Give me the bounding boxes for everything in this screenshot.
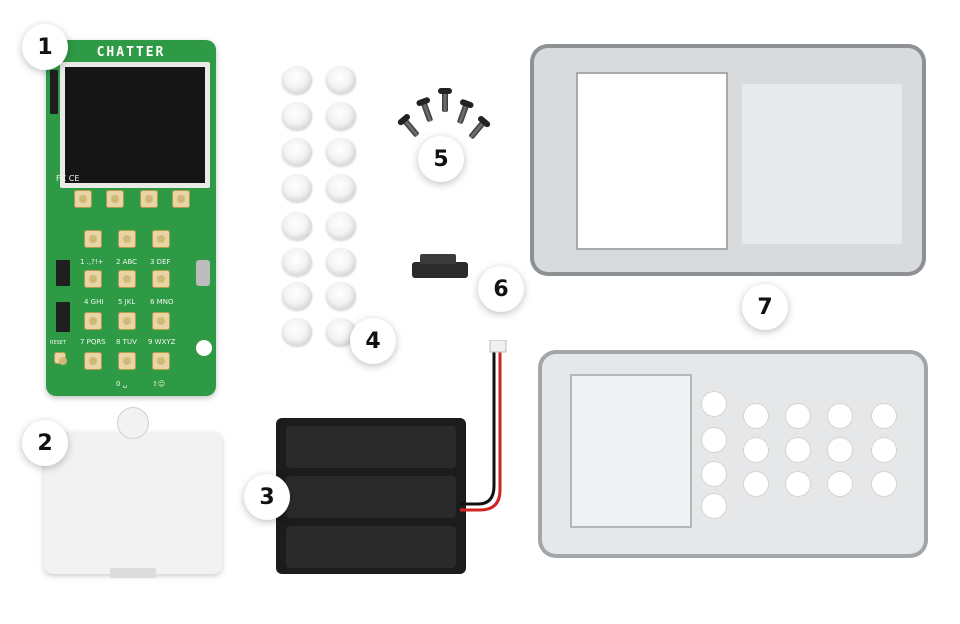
battery-cover-latch: [110, 568, 156, 578]
battery-cover-tab: [118, 408, 148, 438]
key-hole: [872, 404, 896, 428]
key-label-shift: ⇧☺: [152, 380, 166, 388]
key-9: [152, 352, 170, 370]
key-nav-4: [172, 190, 190, 208]
battery-slot-3: [286, 526, 456, 568]
key-hole: [702, 428, 726, 452]
key-4: [84, 312, 102, 330]
battery-slot-1: [286, 426, 456, 468]
callout-4: 4: [350, 318, 396, 364]
key-label-9: 9 WXYZ: [148, 338, 176, 346]
key-1: [84, 270, 102, 288]
button-cap: [326, 102, 356, 130]
button-cap: [282, 282, 312, 310]
case-front-screen-window: [572, 376, 690, 526]
side-chip: [50, 70, 58, 114]
connector-piece: [412, 262, 468, 278]
battery-slot-2: [286, 476, 456, 518]
button-cap: [282, 138, 312, 166]
key-3: [152, 270, 170, 288]
key-label-3: 3 DEF: [150, 258, 171, 266]
key-ok: [152, 230, 170, 248]
screw: [456, 103, 470, 125]
key-left: [84, 230, 102, 248]
case-back-window: [578, 74, 726, 248]
key-hole: [744, 438, 768, 462]
callout-2: 2: [22, 420, 68, 466]
callout-1: 1: [22, 24, 68, 70]
button-cap: [282, 66, 312, 94]
key-hole: [872, 438, 896, 462]
lcd-screen: [60, 62, 210, 188]
button-cap: [326, 174, 356, 202]
key-hole: [702, 462, 726, 486]
button-cap: [282, 248, 312, 276]
key-label-1: 1 .,?!+: [80, 258, 104, 266]
key-6: [152, 312, 170, 330]
key-label-8: 8 TUV: [116, 338, 137, 346]
callout-5: 5: [418, 136, 464, 182]
button-cap: [326, 212, 356, 240]
button-cap: [282, 212, 312, 240]
pcb-title: CHATTER: [96, 45, 166, 60]
button-cap: [282, 318, 312, 346]
case-back-panel: [742, 84, 902, 244]
button-cap: [326, 66, 356, 94]
callout-3: 3: [244, 474, 290, 520]
mount-hole: [196, 340, 212, 356]
key-2: [118, 270, 136, 288]
button-cap: [282, 102, 312, 130]
key-label-2: 2 ABC: [116, 258, 138, 266]
key-8: [118, 352, 136, 370]
reset-label: RESET: [50, 340, 67, 346]
key-7: [84, 352, 102, 370]
screw: [402, 118, 420, 138]
key-hole: [786, 472, 810, 496]
key-hole: [786, 404, 810, 428]
callout-7: 7: [742, 284, 788, 330]
chip-1: [56, 260, 70, 286]
reset-button: [54, 352, 67, 365]
key-hole: [828, 404, 852, 428]
battery-wires: [460, 340, 507, 512]
callout-6: 6: [478, 266, 524, 312]
key-hole: [702, 392, 726, 416]
key-label-6: 6 MNO: [150, 298, 174, 306]
usb-port: [196, 260, 210, 286]
key-label-7: 7 PQRS: [80, 338, 106, 346]
screw: [438, 88, 452, 112]
key-hole: [744, 472, 768, 496]
key-hole: [828, 472, 852, 496]
key-label-5: 5 JKL: [118, 298, 136, 306]
key-hole: [702, 494, 726, 518]
chatter-pcb: CHATTER FC CE 1 .,?!+ 2 ABC 3 DEF 4 GHI …: [46, 40, 216, 396]
chip-2: [56, 302, 70, 332]
key-label-0: 0 ␣: [116, 380, 128, 388]
button-cap: [326, 248, 356, 276]
key-hole: [828, 438, 852, 462]
battery-cover: [44, 432, 222, 574]
key-label-4: 4 GHI: [84, 298, 104, 306]
key-down: [118, 230, 136, 248]
key-hole: [872, 472, 896, 496]
button-cap: [282, 174, 312, 202]
screw: [468, 120, 486, 140]
key-5: [118, 312, 136, 330]
cert-marks: FC CE: [56, 174, 80, 183]
key-nav-2: [106, 190, 124, 208]
key-nav-3: [140, 190, 158, 208]
screw: [420, 101, 434, 123]
connector-ridge: [420, 254, 456, 264]
button-cap: [326, 282, 356, 310]
key-nav-1: [74, 190, 92, 208]
key-hole: [744, 404, 768, 428]
key-hole: [786, 438, 810, 462]
button-cap: [326, 138, 356, 166]
